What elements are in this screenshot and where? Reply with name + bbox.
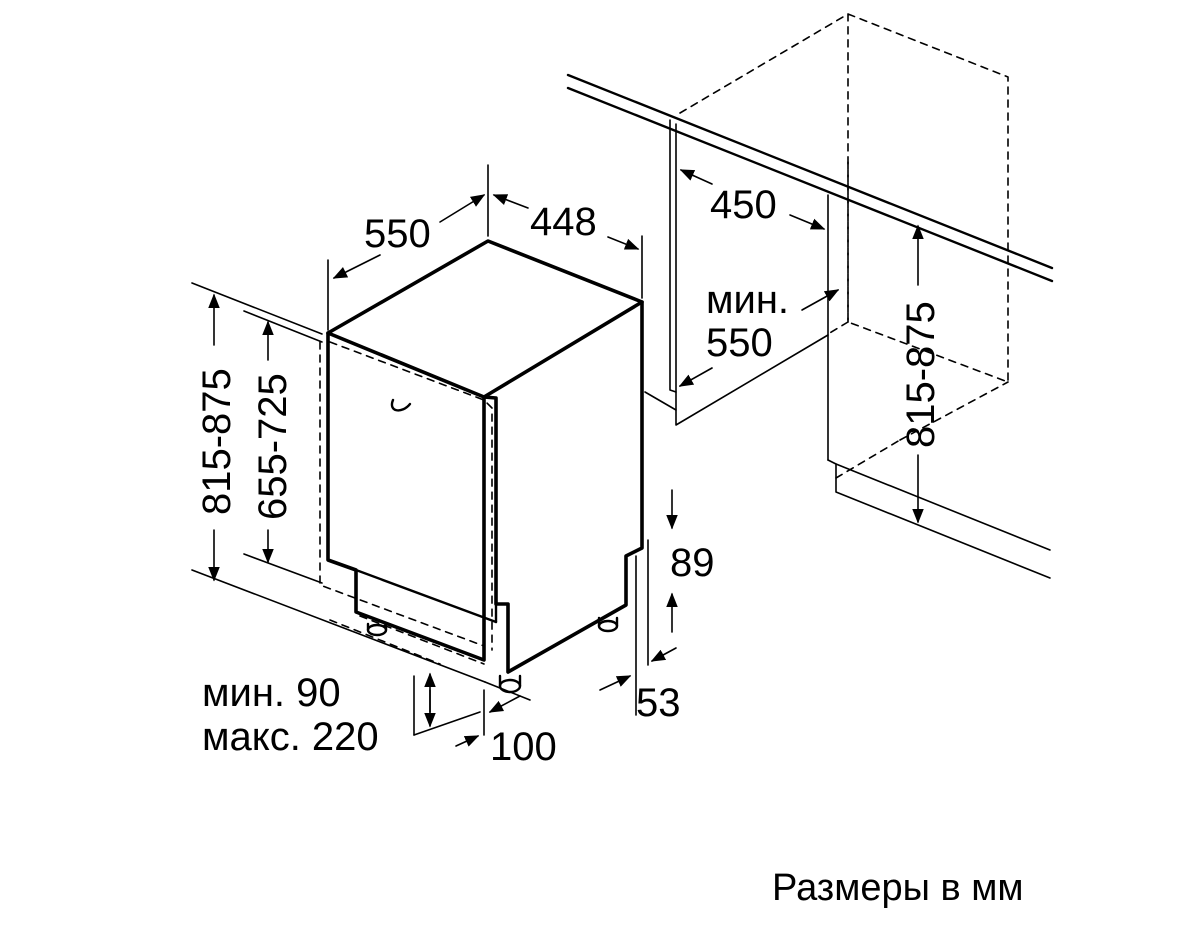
label-depth-top: 550	[364, 212, 431, 256]
caption-units: Размеры в мм	[772, 867, 1023, 909]
dishwasher	[319, 239, 644, 694]
label-plinth-max: макс. 220	[202, 715, 379, 759]
countertop	[566, 73, 1054, 283]
label-width-top: 448	[530, 200, 597, 244]
label-height-left-inner: 655-725	[251, 373, 295, 520]
feet	[366, 616, 619, 694]
label-height-left-outer: 815-875	[195, 368, 239, 515]
handle-icon	[390, 398, 412, 412]
label-plinth-lower: 53	[636, 681, 681, 725]
label-height-right: 815-875	[899, 301, 943, 448]
upper-cabinet-dashed	[679, 13, 1009, 479]
label-plinth-upper: 89	[670, 541, 715, 585]
label-cabinet-depth: 450	[710, 183, 777, 227]
label-niche-depth: 550	[706, 321, 773, 365]
label-plinth-min: мин. 90	[202, 671, 341, 715]
floor-lines	[191, 282, 531, 701]
label-niche-min: мин.	[706, 278, 789, 322]
label-foot-offset: 100	[490, 725, 557, 769]
dimension-lines	[208, 164, 924, 747]
